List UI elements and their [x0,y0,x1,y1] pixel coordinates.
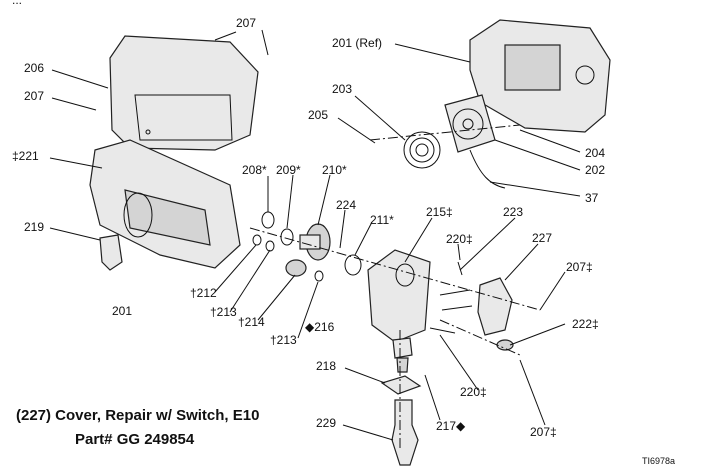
label-213-lower: †213 [270,333,297,347]
label-213-upper: †213 [210,305,237,319]
seal-211-shape [344,254,362,276]
leader-lines [49,29,581,441]
cover-206-shape [109,35,259,151]
label-216: ◆216 [305,320,335,334]
gear-210-shape [299,223,331,261]
label-224: 224 [336,198,357,212]
label-207-top: 207 [236,16,257,30]
label-207-bottom: 207‡ [530,425,557,439]
label-201: 201 [112,304,133,318]
fan-guard-203-shape [403,131,441,169]
label-217: 217◆ [436,419,466,433]
valve-216-shape [392,337,413,373]
label-205: 205 [308,108,329,122]
label-207-right: 207‡ [566,260,593,274]
label-207-left: 207 [24,89,45,103]
label-222: 222‡ [572,317,599,331]
label-206: 206 [24,61,45,75]
cover-227-shape [477,277,513,336]
label-211: 211* [370,213,394,227]
intake-229-shape [391,399,419,466]
label-209: 209* [276,163,301,177]
label-212: †212 [190,286,217,300]
label-215: 215‡ [426,205,453,219]
header-fragment: ... [12,0,23,7]
gear-214-shape [285,259,307,277]
housing-215-shape [367,249,431,343]
label-221: ‡221 [12,149,39,163]
label-203: 203 [332,82,353,96]
label-214: †214 [238,315,265,329]
label-210: 210* [322,163,347,177]
label-219: 219 [24,220,45,234]
plate-218-shape [380,375,422,395]
part-219-shape [99,234,123,271]
figure-id: TI6978a [642,456,676,466]
caption-line-2: Part# GG 249854 [75,431,195,448]
label-229: 229 [316,416,337,430]
label-204: 204 [585,146,606,160]
label-37: 37 [585,191,599,205]
label-223: 223 [503,205,524,219]
label-218: 218 [316,359,337,373]
label-201-ref: 201 (Ref) [332,36,383,50]
seal-parts-shapes [252,211,324,282]
caption-line-1: (227) Cover, Repair w/ Switch, E10 [16,407,260,424]
label-227: 227 [532,231,553,245]
label-220-lower: 220‡ [460,385,487,399]
label-220-upper: 220‡ [446,232,473,246]
label-202: 202 [585,163,606,177]
label-208: 208* [242,163,267,177]
screws-shapes [429,261,473,334]
